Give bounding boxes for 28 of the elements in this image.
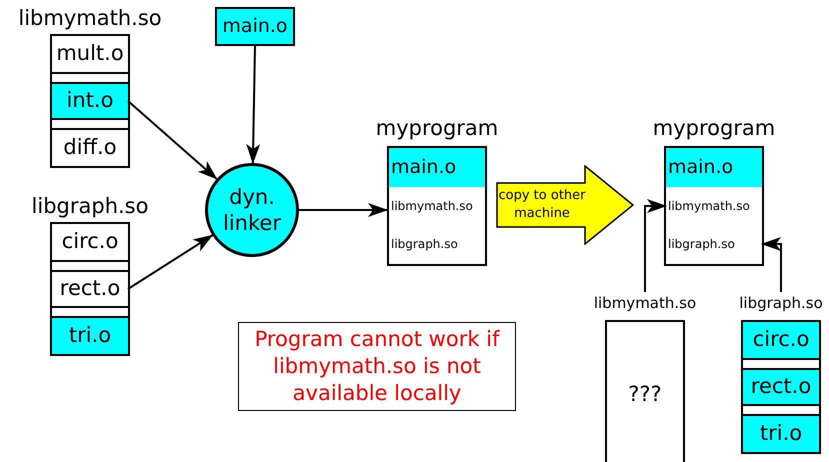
object-file-cell: tri.o [743, 414, 819, 452]
object-file-cell: circ.o [743, 322, 819, 360]
note-box: Program cannot work if libmymath.so is not available locally [238, 322, 516, 411]
program-section: main.o [666, 148, 762, 187]
object-file-cell: rect.o [52, 270, 128, 308]
library-label: libmymath.so [594, 293, 696, 314]
arrow [299, 203, 388, 217]
library-reference: libgraph.so [666, 225, 762, 263]
program-label: myprogram [652, 115, 776, 142]
arrow-label: copy to other machine [498, 187, 586, 223]
library-label: libgraph.so [32, 193, 148, 220]
arrow [246, 46, 260, 164]
object-file-box: main.o [215, 7, 295, 46]
object-file-cell: int.o [52, 82, 128, 120]
program-label: myprogram [376, 115, 498, 142]
arrow [644, 199, 667, 292]
object-file-cell: tri.o [52, 316, 128, 354]
program-section: main.o [389, 148, 485, 187]
library-reference: libmymath.so [389, 187, 485, 225]
missing-library-box: ??? [605, 320, 685, 462]
arrow [127, 234, 214, 290]
library-label: libgraph.so [739, 293, 823, 314]
object-file-cell: rect.o [743, 368, 819, 406]
arrow [761, 237, 782, 292]
library-reference: libmymath.so [666, 187, 762, 225]
arrow [127, 100, 218, 180]
library-label: libmymath.so [18, 5, 162, 32]
library-reference: libgraph.so [389, 225, 485, 263]
